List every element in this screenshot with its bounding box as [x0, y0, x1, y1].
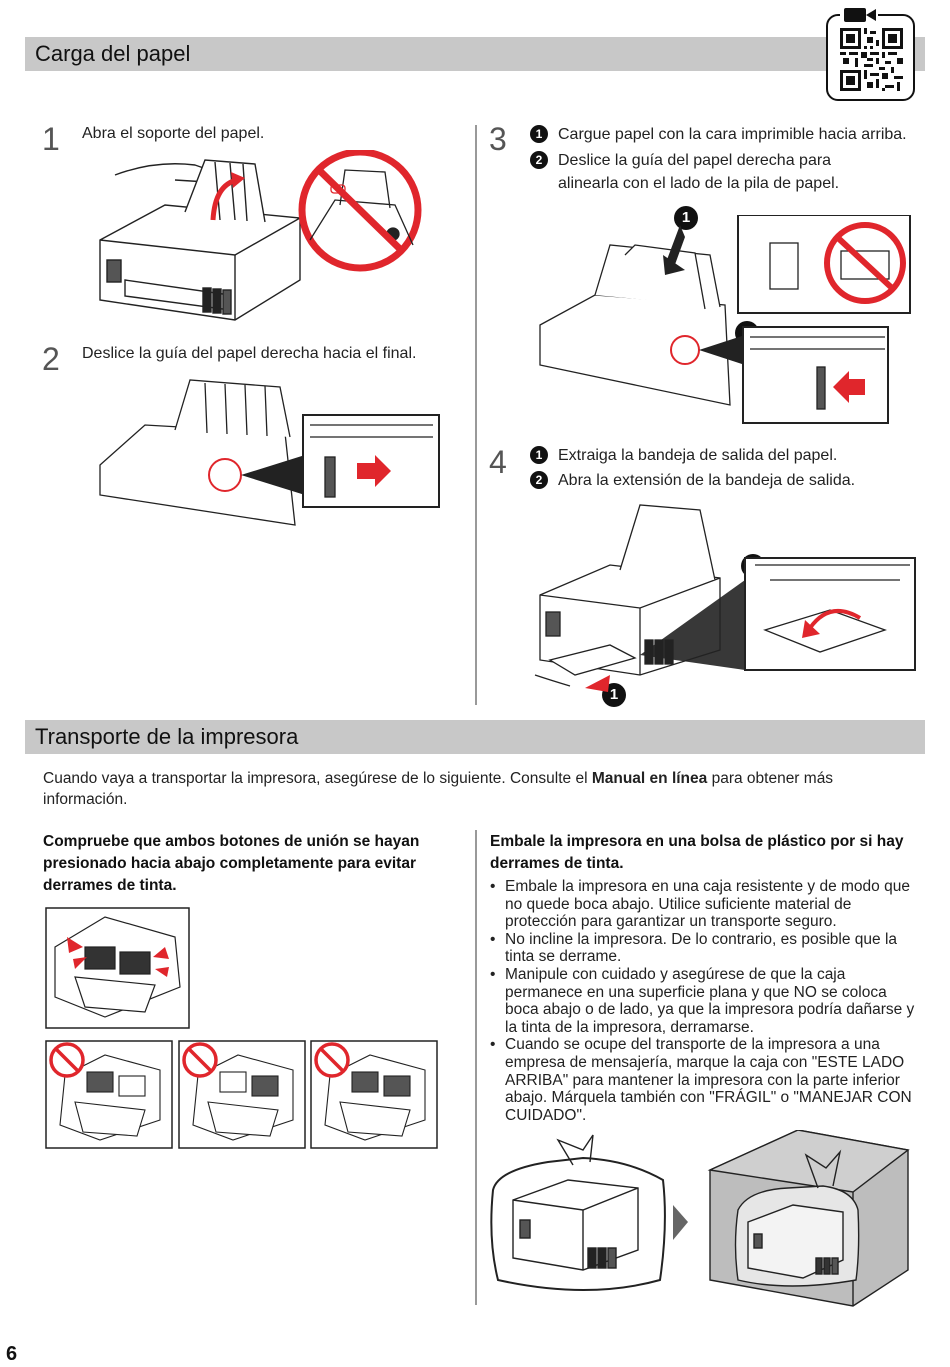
prohibited-icon: [298, 150, 422, 272]
step-1-number: 1: [42, 121, 60, 157]
column-divider-2: [475, 830, 477, 1305]
list-item: Cuando se ocupe del transporte de la imp…: [490, 1036, 915, 1124]
list-item: Manipule con cuidado y asegúrese de que …: [490, 966, 915, 1036]
qr-code-box[interactable]: [826, 6, 915, 101]
step-4-callout-1: 1: [602, 683, 636, 707]
online-manual-link[interactable]: Manual en línea: [591, 770, 708, 787]
joint-buttons-correct-illustration: [45, 907, 190, 1029]
step-2-text: Deslice la guía del papel derecha hacia …: [82, 345, 417, 362]
step-3-callout-1: 1: [674, 206, 708, 230]
column-divider: [475, 125, 477, 705]
transport-bullet-list: Embale la impresora en una caja resisten…: [490, 878, 915, 1124]
step-1-text: Abra el soporte del papel.: [82, 125, 265, 142]
section-title-loading: Carga del papel: [25, 37, 925, 71]
video-camera-icon: [840, 6, 878, 24]
list-item: Embale la impresora en una caja resisten…: [490, 878, 915, 931]
list-item: No incline la impresora. De lo contrario…: [490, 931, 915, 966]
check-buttons-heading: Compruebe que ambos botones de unión se …: [43, 833, 420, 894]
step-4-number: 4: [489, 444, 507, 480]
pack-bag-heading: Embale la impresora en una bolsa de plás…: [490, 833, 904, 872]
slide-paper-guide-illustration: [99, 379, 440, 526]
joint-buttons-wrong-illustrations: [45, 1040, 438, 1149]
step-3-number: 3: [489, 121, 507, 157]
transport-intro: Cuando vaya a transportar la impresora, …: [43, 770, 834, 808]
step-2-number: 2: [42, 341, 60, 377]
open-paper-support-illustration: [99, 150, 422, 321]
load-paper-illustration: [539, 215, 911, 424]
output-tray-illustration: [534, 504, 916, 692]
packing-illustration: [490, 1130, 910, 1307]
section-title-transport: Transporte de la impresora: [25, 720, 925, 754]
qr-code-icon: [840, 28, 903, 91]
page-number: 6: [6, 1343, 18, 1365]
